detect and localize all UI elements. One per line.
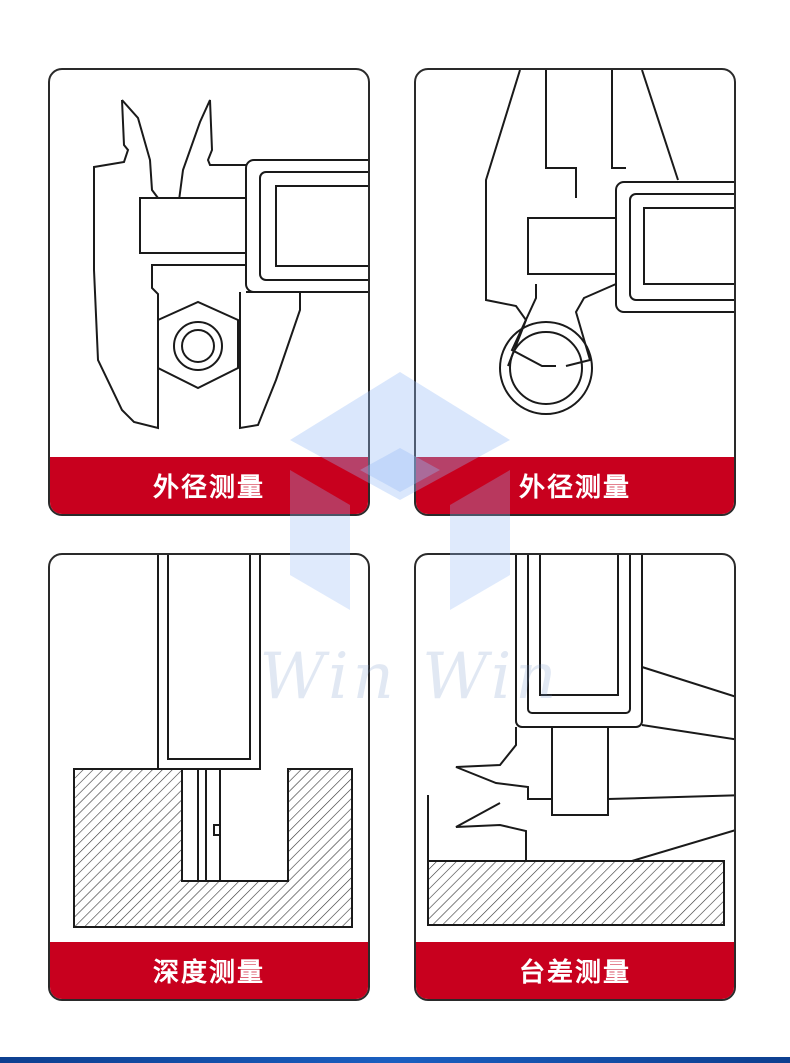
card-outer-diameter-2: 外径测量 <box>414 68 736 516</box>
caliper-hex-nut-illustration <box>93 99 368 430</box>
card-step: 台差测量 <box>414 553 736 1001</box>
step-gauge-illustration <box>427 555 734 926</box>
card-label: 外径测量 <box>416 457 734 514</box>
card-label: 台差测量 <box>416 942 734 999</box>
card-label: 深度测量 <box>50 942 368 999</box>
card-depth: 深度测量 <box>48 553 370 1001</box>
card-label: 外径测量 <box>50 457 368 514</box>
bottom-accent-strip <box>0 1057 790 1063</box>
card-outer-diameter-1: 外径测量 <box>48 68 370 516</box>
depth-gauge-illustration <box>73 555 353 928</box>
caliper-ring-illustration <box>485 70 734 415</box>
watermark-text: Win Win <box>259 640 561 714</box>
